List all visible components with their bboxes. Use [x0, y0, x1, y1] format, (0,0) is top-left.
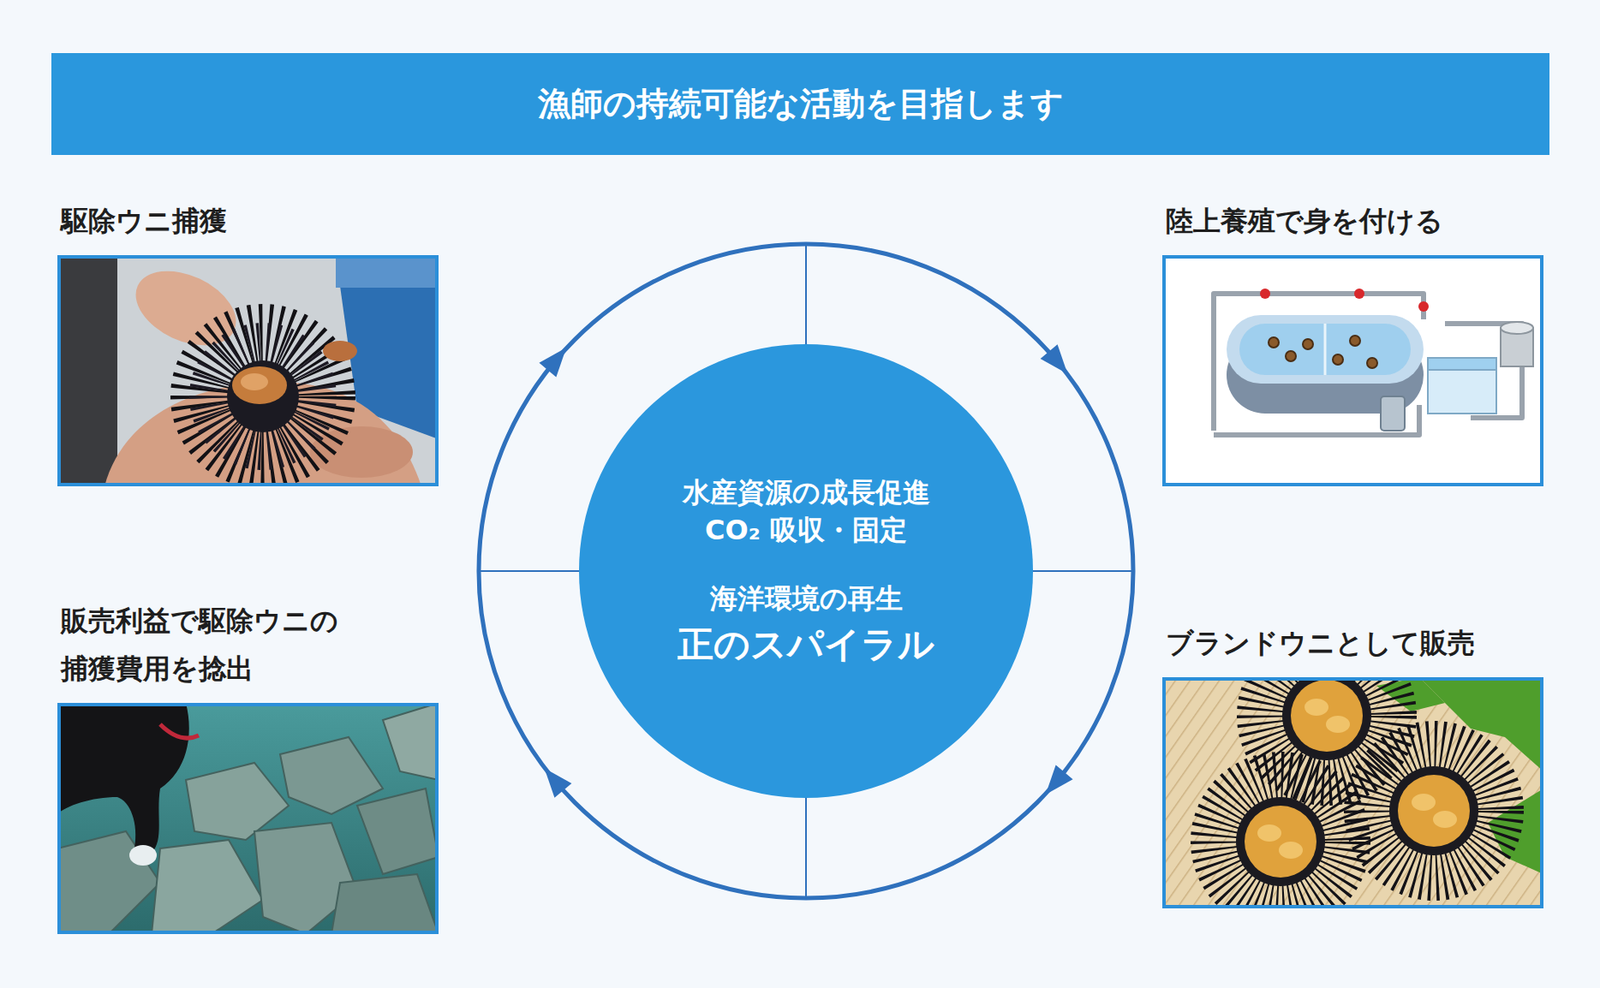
photo-frame: 駆除ウニ捕獲 — [57, 255, 439, 487]
step-heading: 販売利益で駆除ウニの 捕獲費用を捻出 — [60, 597, 358, 693]
diver-photo — [57, 703, 439, 935]
step-heading: 駆除ウニ捕獲 — [60, 197, 227, 245]
urchin-hand-photo — [57, 255, 439, 487]
urchin-dish-photo — [1162, 677, 1544, 909]
benefit-line: CO₂ 吸収・固定 — [704, 513, 908, 548]
photo-frame: 陸上養殖で身を付ける — [1162, 255, 1544, 487]
aquaculture-tank-illustration — [1162, 255, 1544, 487]
benefit-line: 水産資源の成長促進 — [682, 475, 931, 510]
title-text: 漁師の持続可能な活動を目指します — [537, 82, 1064, 126]
center-text-stack: 水産資源の成長促進CO₂ 吸収・固定海洋環境の再生正のスパイラル — [677, 475, 935, 669]
benefit-line: 海洋環境の再生 — [710, 581, 903, 616]
center-circle: 水産資源の成長促進CO₂ 吸収・固定海洋環境の再生正のスパイラル — [579, 344, 1033, 799]
photo-frame: ブランドウニとして販売 — [1162, 677, 1544, 909]
step-heading: ブランドウニとして販売 — [1165, 619, 1475, 668]
title-band: 漁師の持続可能な活動を目指します — [51, 53, 1550, 156]
photo-frame: 販売利益で駆除ウニの 捕獲費用を捻出 — [57, 703, 439, 935]
spiral-slogan: 正のスパイラル — [677, 622, 935, 669]
step-heading: 陸上養殖で身を付ける — [1165, 197, 1444, 245]
